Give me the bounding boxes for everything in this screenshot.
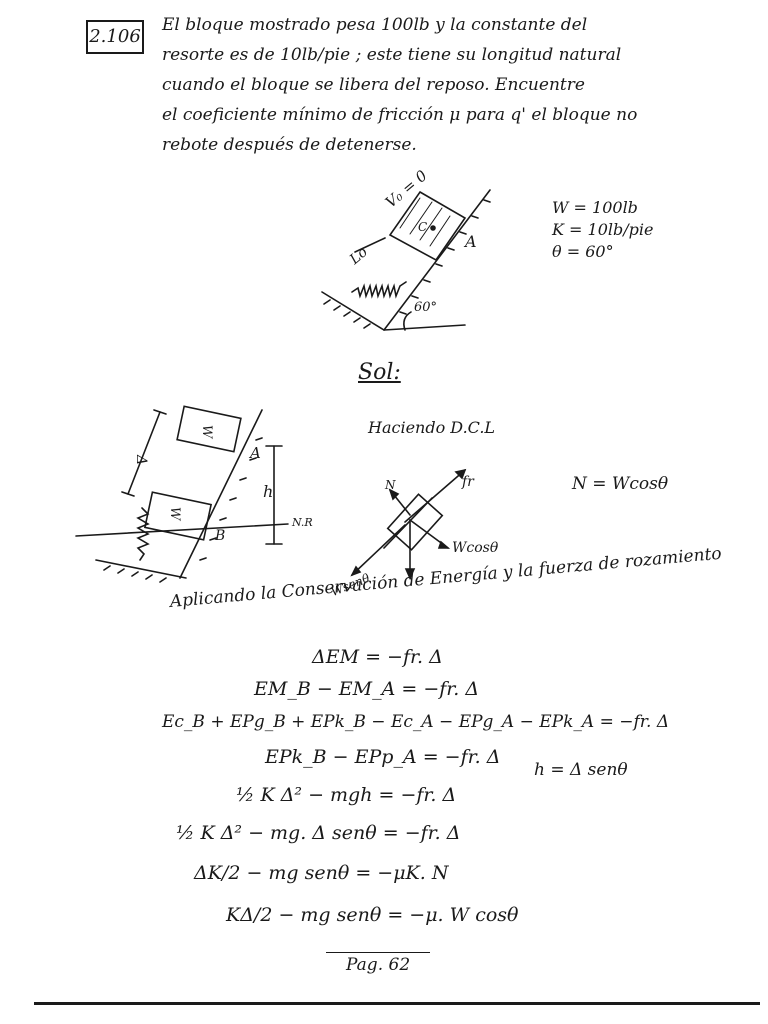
problem-statement: El bloque mostrado pesa 100lb y la const… (162, 10, 742, 160)
given-angle: θ = 60° (552, 242, 614, 261)
label-a: A (465, 232, 477, 251)
equation-7: ΔK/2 − mg senθ = −μK. N (194, 862, 449, 884)
equation-1: ΔEM = −fr. Δ (312, 646, 443, 668)
bottom-rule (34, 1002, 760, 1005)
label-b: B (215, 528, 226, 544)
statement-line: el coeficiente mínimo de fricción μ para… (162, 105, 638, 125)
given-spring-constant: K = 10lb/pie (552, 220, 654, 239)
label-reference: N.R (292, 516, 313, 529)
equation-6: ½ K Δ² − mg. Δ senθ = −fr. Δ (176, 822, 461, 844)
label-a2: A (250, 444, 261, 462)
equation-3: Ec_B + EPg_B + EPk_B − Ec_A − EPg_A − EP… (162, 712, 670, 732)
given-weight: W = 100lb (552, 198, 638, 217)
label-w-bottom: W (167, 506, 183, 521)
label-delta: Δ (133, 454, 150, 466)
dcl-heading: Haciendo D.C.L (368, 418, 496, 437)
equation-2: EM_B − EM_A = −fr. Δ (254, 678, 480, 700)
statement-line: rebote después de detenerse. (162, 135, 417, 155)
equation-4: EPk_B − EPp_A = −fr. Δ (265, 746, 501, 768)
label-h: h (263, 482, 274, 501)
height-equation: h = Δ senθ (534, 760, 628, 780)
label-angle: 60° (414, 300, 438, 315)
label-w-top: W (199, 424, 215, 439)
label-wcos: Wcosθ (452, 540, 499, 556)
label-center: C (418, 220, 428, 234)
normal-equation: N = Wcosθ (572, 474, 669, 494)
figure-incline-block (321, 189, 491, 331)
label-friction: fr (462, 474, 474, 490)
equation-8: KΔ/2 − mg senθ = −μ. W cosθ (226, 904, 519, 926)
page-number: Pag. 62 (326, 952, 431, 975)
label-normal: N (385, 478, 396, 492)
solution-title: Sol: (358, 360, 401, 385)
free-body-diagram (350, 468, 467, 580)
equation-5: ½ K Δ² − mgh = −fr. Δ (236, 784, 457, 806)
figure-two-positions (75, 405, 289, 583)
statement-line: resorte es de 10lb/pie ; este tiene su l… (162, 45, 622, 65)
problem-number: 2.106 (86, 20, 144, 54)
statement-line: El bloque mostrado pesa 100lb y la const… (162, 15, 588, 35)
statement-line: cuando el bloque se libera del reposo. E… (162, 75, 585, 95)
